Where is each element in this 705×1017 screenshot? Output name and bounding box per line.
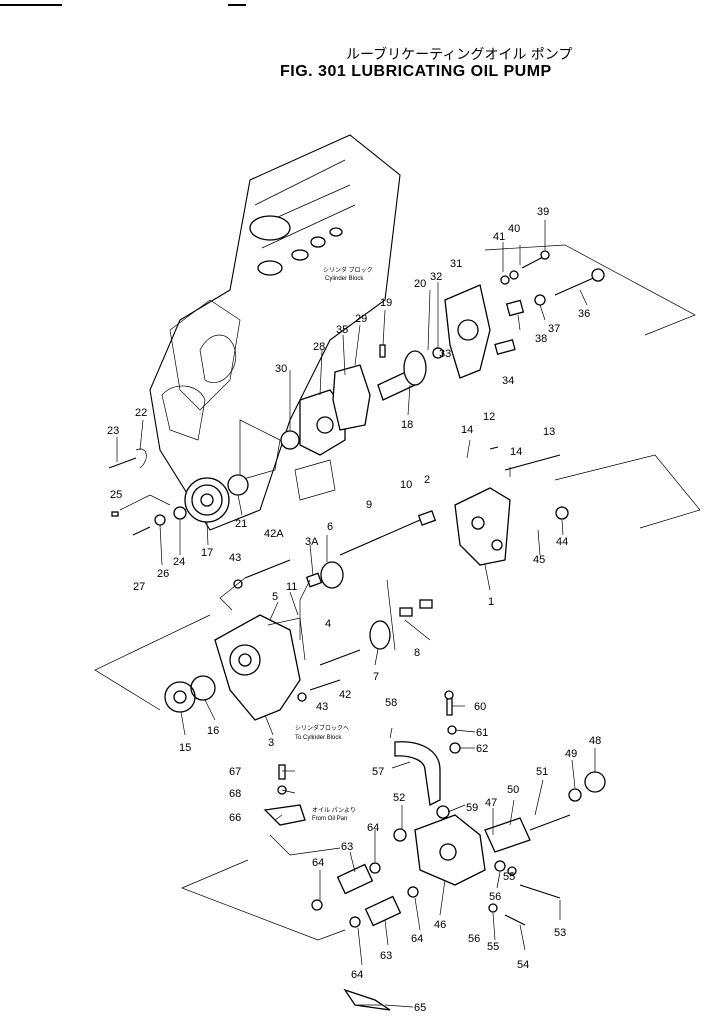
callout-46: 46 <box>434 919 446 931</box>
drive-gear-set <box>108 448 249 536</box>
callout-14-a: 14 <box>461 424 473 436</box>
callout-41: 41 <box>493 231 505 243</box>
callout-58: 58 <box>385 697 397 709</box>
guide-lines <box>94 244 701 1006</box>
callout-56-b: 56 <box>468 933 480 945</box>
callout-16: 16 <box>207 725 219 737</box>
callout-13: 13 <box>543 426 555 438</box>
title-japanese: ルーブリケーティングオイル ポンプ <box>346 47 573 63</box>
callout-48: 48 <box>589 735 601 747</box>
callout-47: 47 <box>485 797 497 809</box>
callout-50: 50 <box>507 784 519 796</box>
callout-35: 35 <box>336 324 348 336</box>
figure-title: FIG. 301 LUBRICATING OIL PUMP <box>280 63 552 80</box>
callout-3: 3 <box>268 737 274 749</box>
callout-14-b: 14 <box>510 446 522 458</box>
callout-25: 25 <box>110 489 122 501</box>
top-rule-mid <box>228 4 246 6</box>
callout-2: 2 <box>424 474 430 486</box>
callout-36: 36 <box>578 308 590 320</box>
callout-29: 29 <box>355 313 367 325</box>
callout-64-d: 64 <box>351 969 363 981</box>
note-cylinder-block-jp: シリンダ ブロック <box>323 266 373 274</box>
callout-57: 57 <box>372 766 384 778</box>
callout-27: 27 <box>133 581 145 593</box>
callout-19: 19 <box>380 297 392 309</box>
callout-15: 15 <box>179 742 191 754</box>
callout-54: 54 <box>517 959 529 971</box>
callout-6: 6 <box>327 521 333 533</box>
callout-55-a: 55 <box>503 871 515 883</box>
callout-3a: 3A <box>305 536 319 548</box>
leaders <box>116 220 596 1008</box>
callout-63-b: 63 <box>380 950 392 962</box>
callout-43-b: 43 <box>316 701 328 713</box>
callout-20: 20 <box>414 278 426 290</box>
callout-49: 49 <box>565 748 577 760</box>
callout-4: 4 <box>325 618 331 630</box>
callout-23: 23 <box>107 425 119 437</box>
callout-17: 17 <box>201 547 213 559</box>
callout-labels: 1 2 3 3A 4 5 6 7 8 9 10 11 12 13 14 14 1… <box>107 206 601 1014</box>
callout-63-a: 63 <box>341 841 353 853</box>
callout-37: 37 <box>548 323 560 335</box>
callout-66: 66 <box>229 812 241 824</box>
callout-67: 67 <box>229 766 241 778</box>
callout-51: 51 <box>536 766 548 778</box>
callout-12: 12 <box>483 411 495 423</box>
callout-31: 31 <box>450 258 462 270</box>
callout-5: 5 <box>272 591 278 603</box>
callout-56-a: 56 <box>489 891 501 903</box>
callout-10: 10 <box>400 479 412 491</box>
callout-18: 18 <box>401 419 413 431</box>
callout-44: 44 <box>556 536 568 548</box>
callout-42: 42 <box>339 689 351 701</box>
callout-8: 8 <box>414 647 420 659</box>
callout-38: 38 <box>535 333 547 345</box>
callout-28: 28 <box>313 341 325 353</box>
callout-26: 26 <box>157 568 169 580</box>
callout-33: 33 <box>439 348 451 360</box>
callout-53: 53 <box>554 927 566 939</box>
note-from-oil-pan-jp: オイル パンより <box>312 807 356 814</box>
callout-65: 65 <box>414 1002 426 1014</box>
callout-22: 22 <box>135 407 147 419</box>
callout-39: 39 <box>537 206 549 218</box>
callout-59: 59 <box>466 802 478 814</box>
callout-34: 34 <box>502 375 514 387</box>
note-cylinder-block-en: Cylinder Block <box>325 276 364 282</box>
callout-42a: 42A <box>264 528 284 540</box>
callout-7: 7 <box>373 671 379 683</box>
callout-64-a: 64 <box>312 857 324 869</box>
callout-9: 9 <box>366 499 372 511</box>
callout-60: 60 <box>474 701 486 713</box>
top-rule-left <box>0 4 62 6</box>
relief-valve-assembly <box>263 690 606 1011</box>
callout-55-b: 55 <box>487 941 499 953</box>
callout-40: 40 <box>508 223 520 235</box>
note-from-oil-pan-en: From Oil Pan <box>312 816 347 822</box>
callout-45: 45 <box>533 554 545 566</box>
cylinder-block <box>149 134 401 531</box>
callout-24: 24 <box>173 556 185 568</box>
callout-64-b: 64 <box>367 822 379 834</box>
annotations: シリンダ ブロック Cylinder Block シリンダブロックへ To Cy… <box>295 266 373 822</box>
callout-52: 52 <box>393 792 405 804</box>
callout-43-a: 43 <box>229 552 241 564</box>
callout-30: 30 <box>275 363 287 375</box>
callout-21: 21 <box>235 518 247 530</box>
pump-body <box>164 446 569 721</box>
callout-62: 62 <box>476 743 488 755</box>
callout-32: 32 <box>430 271 442 283</box>
callout-64-c: 64 <box>411 933 423 945</box>
note-to-cylinder-block-jp: シリンダブロックへ <box>295 724 349 732</box>
callout-68: 68 <box>229 788 241 800</box>
callout-61: 61 <box>476 727 488 739</box>
callout-11: 11 <box>286 581 297 593</box>
callout-1: 1 <box>488 596 494 608</box>
note-to-cylinder-block-en: To Cylinder Block <box>295 735 342 741</box>
